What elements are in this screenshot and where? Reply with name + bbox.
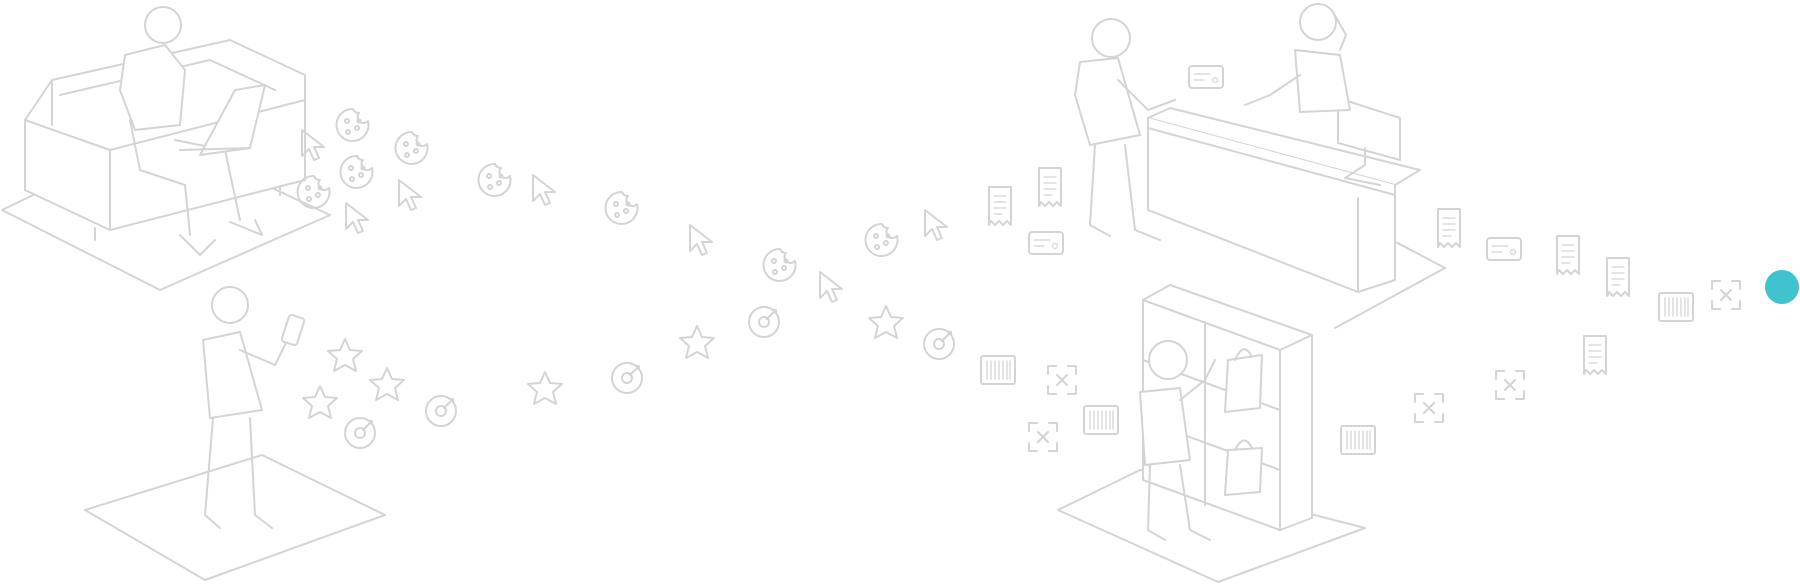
scan-frame-icon: [1414, 393, 1444, 423]
cookie-icon-group: [296, 107, 899, 282]
star-icon: [679, 325, 715, 359]
phone-scene: [84, 286, 386, 581]
sofa-scene: [1, 6, 331, 291]
cookie-icon: [335, 107, 370, 142]
star-icon: [527, 371, 563, 405]
credit-card-icon: [1028, 231, 1064, 255]
receipt-icon: [988, 186, 1012, 226]
cursor-icon: [532, 174, 556, 206]
barcode-icon: [1658, 292, 1694, 322]
scan-frame-icon-group: [1028, 280, 1741, 452]
receipt-icon: [1606, 257, 1630, 297]
cursor-icon: [819, 271, 843, 303]
receipt-icon: [1437, 208, 1461, 248]
barcode-icon: [980, 355, 1016, 385]
cookie-icon: [394, 130, 429, 165]
scan-frame-icon: [1047, 365, 1077, 395]
cursor-icon: [345, 202, 369, 234]
target-icon: [611, 362, 643, 394]
credit-card-icon: [1188, 65, 1224, 89]
cookie-icon: [296, 174, 331, 209]
target-icon: [425, 395, 457, 427]
cursor-icon: [689, 224, 713, 256]
target-icon: [748, 306, 780, 338]
star-icon: [302, 385, 338, 419]
star-icon-group: [302, 305, 904, 419]
star-icon: [868, 305, 904, 339]
star-icon: [327, 338, 363, 372]
scan-frame-icon: [1711, 280, 1741, 310]
cookie-icon: [339, 154, 374, 189]
receipt-icon: [1556, 235, 1580, 275]
receipt-icon: [1583, 335, 1607, 375]
scan-frame-icon: [1028, 422, 1058, 452]
cookie-icon: [864, 222, 899, 257]
barcode-icon: [1083, 405, 1119, 435]
receipt-icon: [1038, 167, 1062, 207]
target-icon: [344, 417, 376, 449]
cookie-icon: [762, 247, 797, 282]
barcode-icon: [1340, 425, 1376, 455]
cookie-icon: [477, 162, 512, 197]
cashier-scene: [1074, 3, 1446, 329]
cookie-icon: [604, 190, 639, 225]
barcode-icon-group: [980, 292, 1694, 455]
star-icon: [369, 367, 405, 401]
scan-frame-icon: [1495, 370, 1525, 400]
target-icon-group: [344, 306, 955, 449]
shelf-scene: [1057, 284, 1366, 583]
target-icon: [923, 328, 955, 360]
cursor-icon: [398, 179, 422, 211]
teal-dot: [1765, 270, 1799, 304]
cursor-icon-group: [301, 129, 948, 303]
cursor-icon: [924, 209, 948, 241]
credit-card-icon: [1486, 237, 1522, 261]
